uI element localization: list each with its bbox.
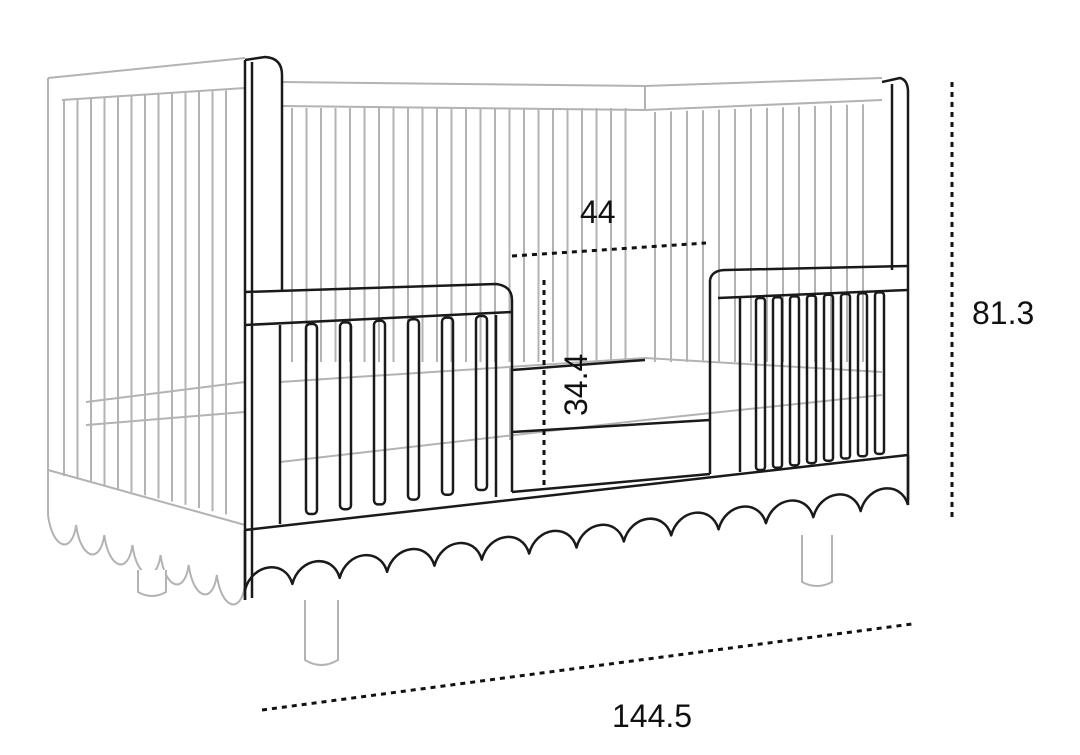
leg-back-left [137, 570, 167, 597]
left-guard-spindle [440, 316, 455, 497]
ghost-mattress-left [85, 381, 246, 426]
width-dimension-label: 44 [580, 194, 616, 230]
width-dimension-line [511, 241, 707, 258]
right-guard-spindle [873, 291, 886, 456]
headboard-post-top [244, 55, 284, 292]
front-wave-skirt [243, 487, 910, 591]
ghost-crib-outline [47, 57, 883, 606]
ghost-mattress [279, 356, 883, 463]
right-guard-spindle [839, 292, 852, 460]
footboard-post [881, 76, 910, 500]
left-guard-spindle [304, 322, 319, 516]
right-guard-spindle [805, 294, 818, 465]
overall-height-dimension-label: 81.3 [972, 295, 1035, 331]
ghost-side-frame [47, 57, 246, 526]
dimension-lines [261, 82, 954, 712]
rail-height-dimension-label: 34.4 [558, 353, 594, 416]
bed-legs [137, 535, 833, 666]
right-guard-spindle [856, 291, 869, 458]
opening-edges [511, 358, 711, 494]
right-guard-rail [708, 264, 909, 474]
left-guard-spindle [474, 314, 489, 492]
toddler-bed-frame [243, 55, 910, 600]
length-dimension-line [261, 622, 913, 712]
left-guard-spindle [338, 321, 353, 511]
length-dimension-label: 144.5 [612, 698, 693, 734]
right-guard-spindle [788, 295, 801, 467]
leg-front-right [801, 535, 833, 587]
left-guard-rail [244, 282, 514, 492]
right-guard-spindle [754, 296, 767, 472]
right-guard-spindle [771, 295, 784, 469]
left-guard-spindle [406, 317, 421, 501]
ghost-back-rail [281, 77, 883, 112]
leg-front-left [304, 600, 339, 666]
left-guard-spindle [372, 319, 387, 506]
right-guard-spindle [822, 293, 835, 463]
